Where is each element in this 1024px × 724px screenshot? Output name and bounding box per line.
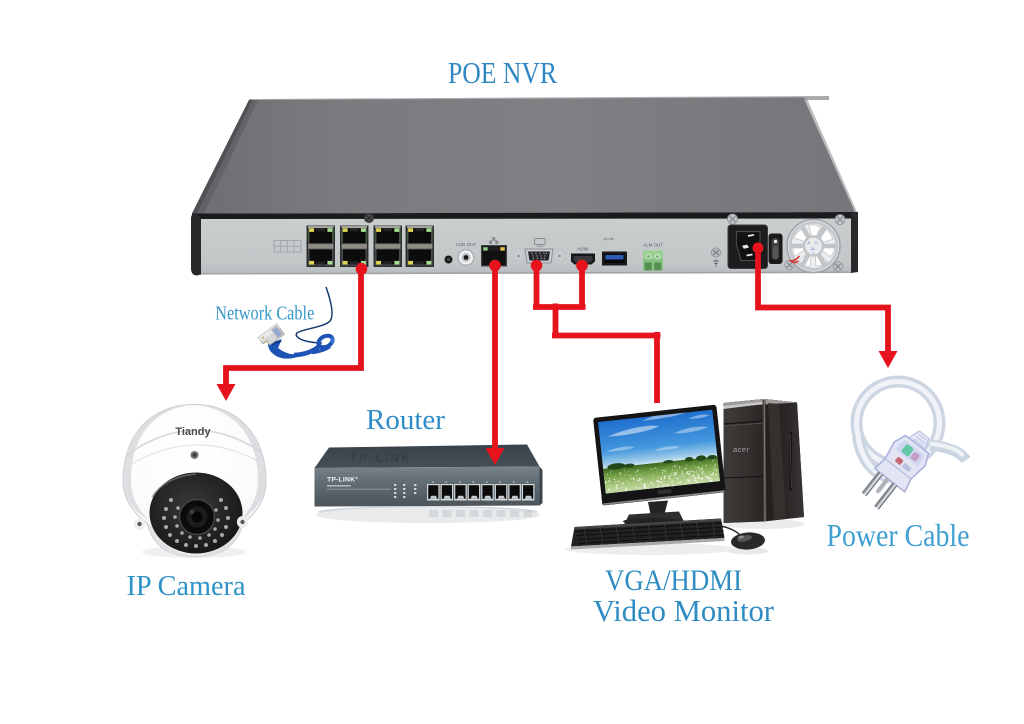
svg-text:⊙: ⊙: [815, 240, 818, 245]
svg-text:POE NVR: POE NVR: [448, 55, 557, 90]
svg-text:VGA/HDMI: VGA/HDMI: [605, 564, 742, 597]
svg-text:AUD OUT: AUD OUT: [456, 242, 477, 247]
svg-text:TP-LINK®: TP-LINK®: [327, 477, 358, 484]
svg-text:•: •: [813, 250, 815, 255]
svg-text:UL: UL: [811, 246, 817, 251]
svg-text:Network Cable: Network Cable: [215, 304, 314, 325]
svg-text:IP Camera: IP Camera: [127, 571, 246, 602]
svg-text:Tiandy: Tiandy: [175, 426, 211, 438]
svg-text:Power Cable: Power Cable: [827, 518, 970, 553]
svg-text:acer: acer: [733, 445, 750, 454]
svg-text:HDMI: HDMI: [577, 247, 588, 252]
svg-text:ALM OUT: ALM OUT: [643, 243, 663, 248]
svg-text:Router: Router: [366, 404, 445, 436]
svg-text:Video Monitor: Video Monitor: [593, 593, 775, 628]
svg-text:TP-LINK: TP-LINK: [349, 453, 413, 465]
svg-text:∆: ∆: [808, 240, 811, 245]
